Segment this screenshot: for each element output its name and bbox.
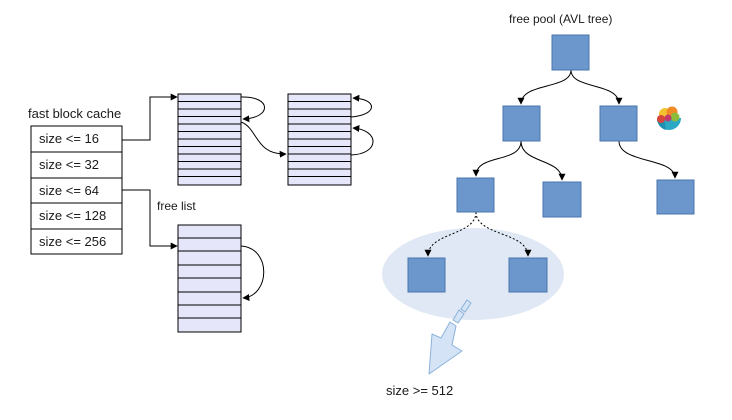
cache-entry-16: size <= 16 — [30, 125, 123, 153]
large-allocation-arrow — [428, 299, 472, 375]
cache-entry-32: size <= 32 — [30, 151, 123, 179]
cache-entry-label: size <= 128 — [39, 208, 106, 223]
fast-block-cache-title: fast block cache — [28, 106, 121, 121]
tree-node-l1-left — [502, 105, 541, 142]
cache-entry-256: size <= 256 — [30, 228, 123, 255]
cache-entry-label: size <= 64 — [39, 183, 99, 198]
connector-block-loop-1 — [240, 96, 265, 123]
connector-cache-to-block-stack-1 — [122, 93, 178, 141]
fruit-bowl-logo-icon — [656, 106, 681, 130]
tree-node-l2-a — [456, 177, 495, 213]
tree-node-l3-left — [407, 257, 446, 293]
block-stack-1 — [177, 93, 242, 186]
cache-entry-label: size <= 16 — [39, 131, 99, 146]
free-list-title: free list — [157, 199, 196, 213]
connector-block-stack-1-to-2 — [240, 121, 287, 158]
connector-block-loop-2b — [350, 124, 374, 156]
cache-table: size <= 16 size <= 32 size <= 64 size <=… — [30, 125, 123, 255]
tree-node-l1-right — [599, 105, 638, 142]
connector-free-list-loop — [240, 245, 265, 302]
cache-entry-label: size <= 32 — [39, 157, 99, 172]
tree-node-l2-b — [542, 181, 582, 218]
tree-node-l3-right — [508, 257, 548, 293]
cache-entry-label: size <= 256 — [39, 234, 106, 249]
cache-entry-64: size <= 64 — [30, 177, 123, 204]
large-size-label: size >= 512 — [386, 383, 453, 398]
free-pool-title: free pool (AVL tree) — [509, 12, 612, 26]
tree-node-root — [551, 34, 590, 71]
tree-edges — [424, 69, 679, 257]
block-stack-2 — [287, 93, 352, 186]
free-list-blocks — [177, 224, 242, 333]
connector-cache-to-free-list — [122, 189, 178, 250]
tree-node-l2-c — [656, 179, 695, 215]
connector-block-loop-2a — [350, 94, 372, 118]
cache-entry-128: size <= 128 — [30, 202, 123, 230]
